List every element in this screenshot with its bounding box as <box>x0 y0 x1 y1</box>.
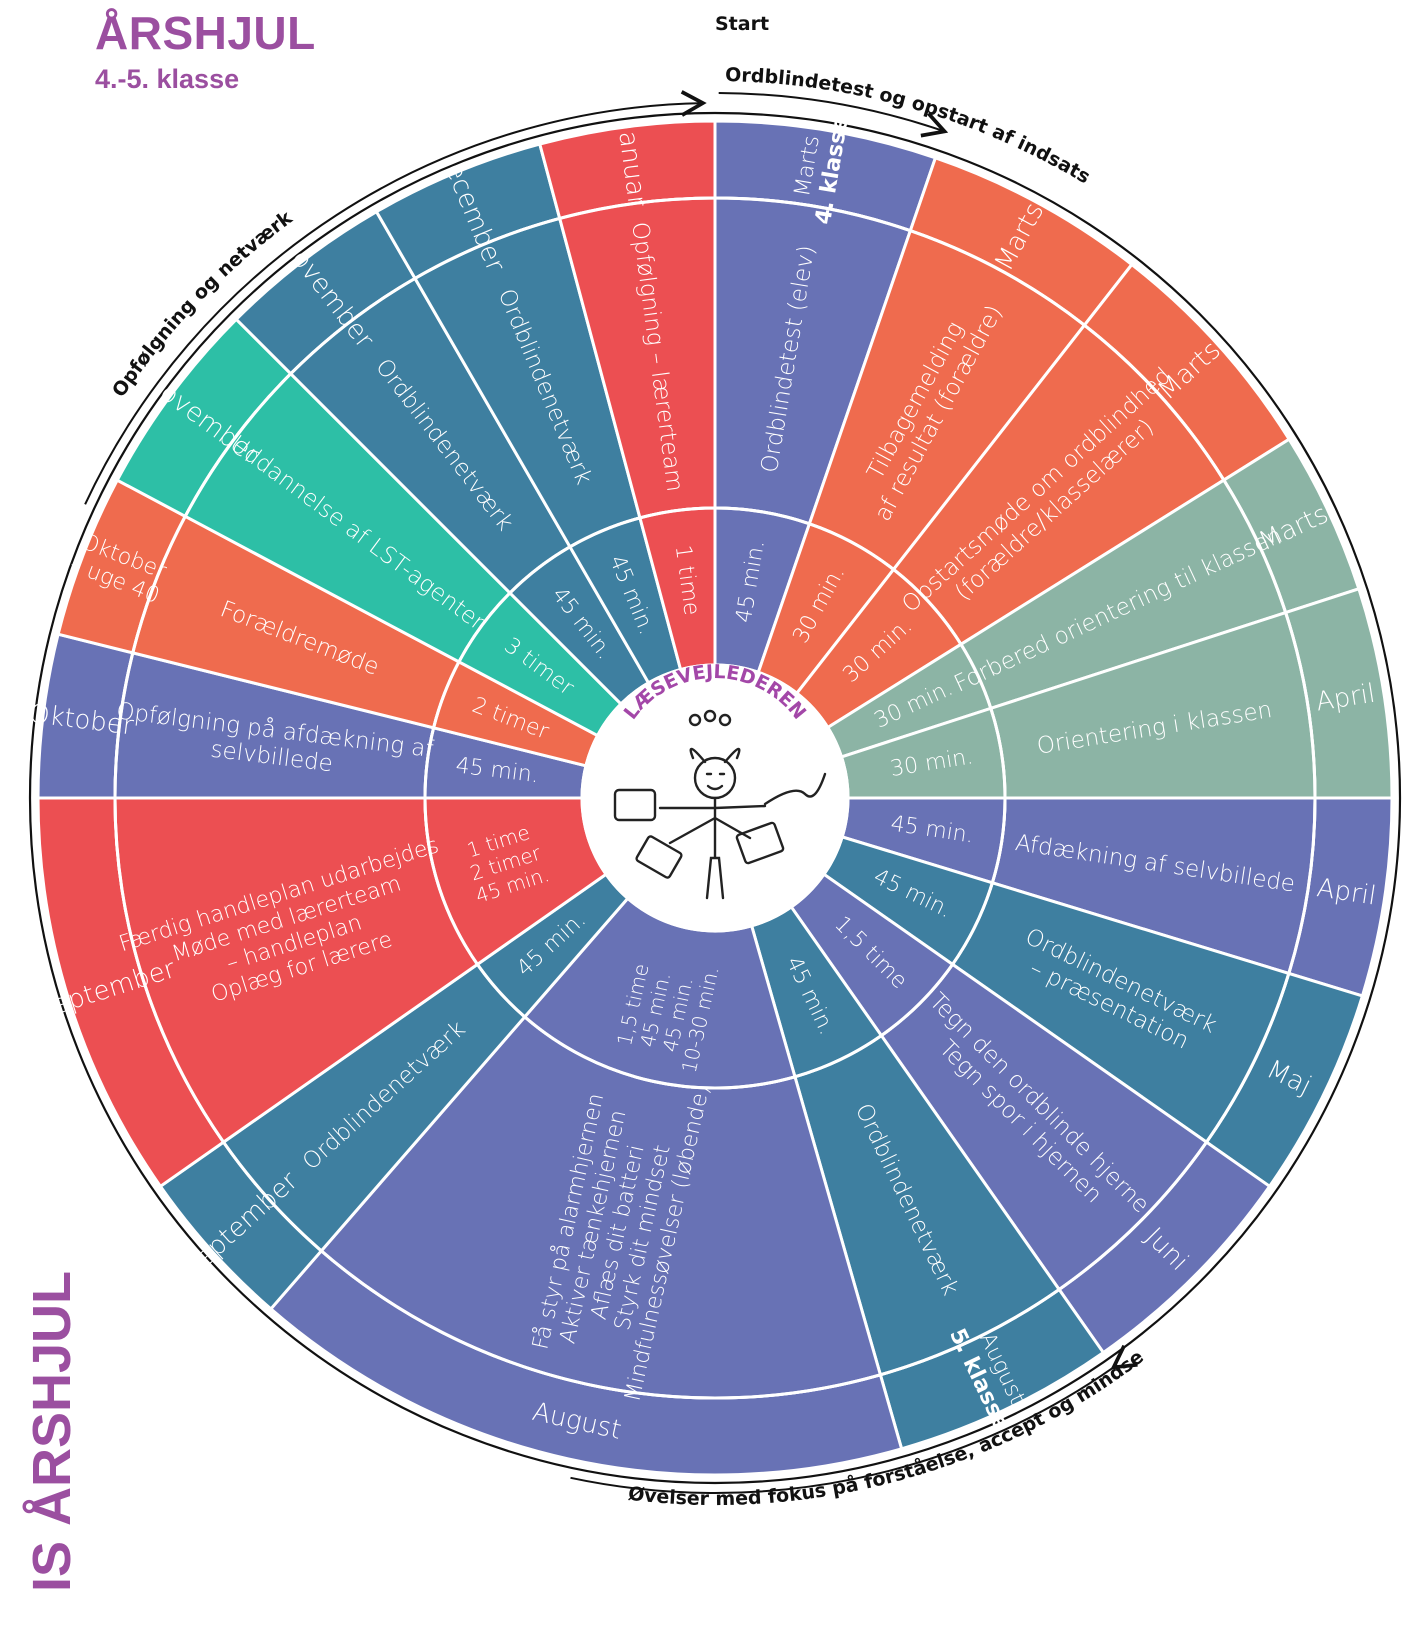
center-hub: LÆSEVEJLEDEREN <box>580 661 850 933</box>
duration-label: 45 min. <box>0 0 42 12</box>
left-arc-arrow <box>84 90 707 505</box>
month-label: Februar <box>0 0 50 15</box>
juggling-reading-guide-icon <box>613 709 827 900</box>
start-label: Start <box>715 13 769 35</box>
bottom-arc-arrow <box>570 1344 1138 1494</box>
segment-18: FebruarOrdblindenetværk45 min. <box>0 0 105 15</box>
page-subtitle: 4.-5. klasse <box>95 64 240 94</box>
top-arc-arrow <box>718 92 949 138</box>
activity-label: Ordblindenetværk <box>0 0 105 13</box>
page-title: ÅRSHJUL <box>95 7 316 59</box>
